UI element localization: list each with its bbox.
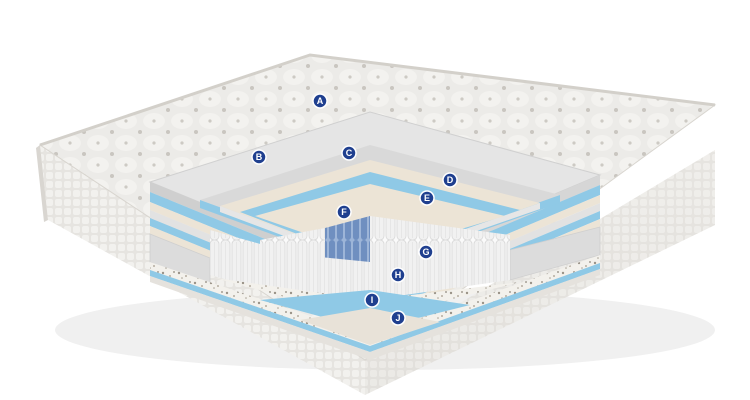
svg-text:F: F: [341, 207, 347, 217]
svg-text:B: B: [256, 152, 263, 162]
svg-text:H: H: [395, 270, 402, 280]
top-piping: [39, 53, 716, 147]
svg-text:G: G: [422, 247, 429, 257]
svg-text:D: D: [447, 175, 454, 185]
label-badge-a: A: [312, 93, 328, 109]
label-badge-h: H: [390, 267, 406, 283]
pocket-springs-right: [370, 216, 510, 300]
label-badge-g: G: [418, 244, 434, 260]
svg-text:J: J: [395, 313, 400, 323]
label-badge-e: E: [419, 190, 435, 206]
svg-text:A: A: [317, 96, 324, 106]
label-badge-i: I: [364, 292, 380, 308]
label-badge-d: D: [442, 172, 458, 188]
label-badge-c: C: [341, 145, 357, 161]
svg-text:I: I: [371, 295, 374, 305]
svg-text:E: E: [424, 193, 430, 203]
label-badge-f: F: [336, 204, 352, 220]
svg-text:C: C: [346, 148, 353, 158]
label-badge-j: J: [390, 310, 406, 326]
label-badge-b: B: [251, 149, 267, 165]
pocket-springs-left: [210, 230, 300, 300]
